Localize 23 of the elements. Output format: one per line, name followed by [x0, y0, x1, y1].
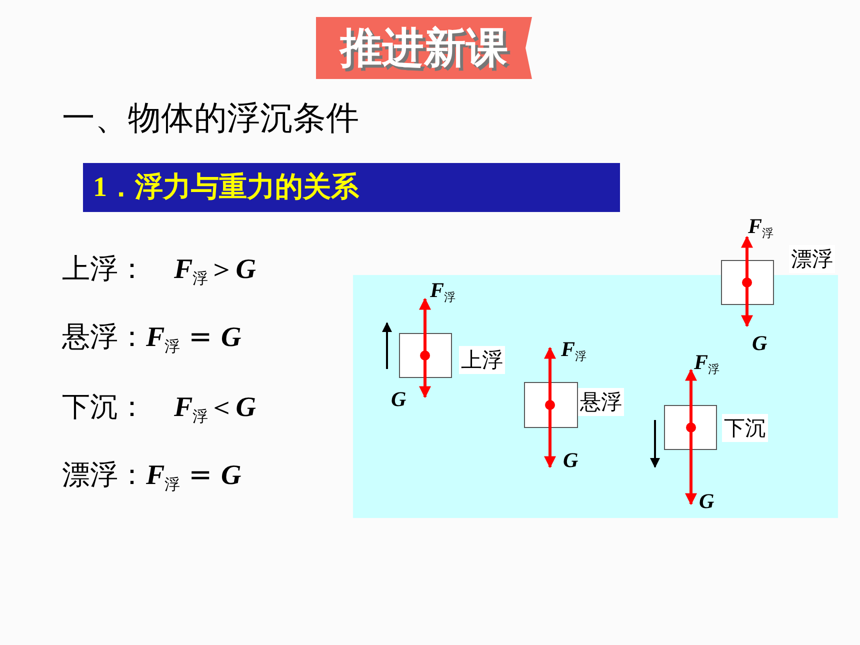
force-label: F$_{浮}$ — [694, 350, 720, 377]
block — [399, 333, 452, 378]
title-banner: 推进新课 — [316, 17, 532, 79]
state-label: 下沉 — [722, 414, 768, 442]
condition-formula: 上浮： F$_{浮}$＞G — [62, 252, 256, 288]
block — [524, 382, 578, 428]
condition-formula: 漂浮：F$_{浮}$ = G — [62, 458, 242, 494]
force-label: G — [752, 331, 768, 356]
section-heading: 一、物体的浮沉条件 — [62, 98, 359, 138]
force-label: G — [391, 387, 406, 412]
state-label: 悬浮 — [578, 388, 624, 416]
force-label: G — [699, 489, 714, 514]
force-label: F$_{浮}$ — [561, 337, 588, 364]
force-label: F$_{浮}$ — [748, 214, 774, 241]
block — [721, 260, 774, 305]
state-label: 漂浮 — [789, 245, 835, 273]
condition-formula: 悬浮：F$_{浮}$ = G — [62, 320, 242, 356]
condition-formula: 下沉： F$_{浮}$＜G — [62, 390, 256, 426]
force-label: G — [563, 448, 578, 474]
state-label: 上浮 — [459, 346, 505, 374]
force-label: F$_{浮}$ — [430, 278, 456, 305]
block — [664, 405, 717, 450]
section-band: 1．浮力与重力的关系 — [83, 163, 620, 212]
